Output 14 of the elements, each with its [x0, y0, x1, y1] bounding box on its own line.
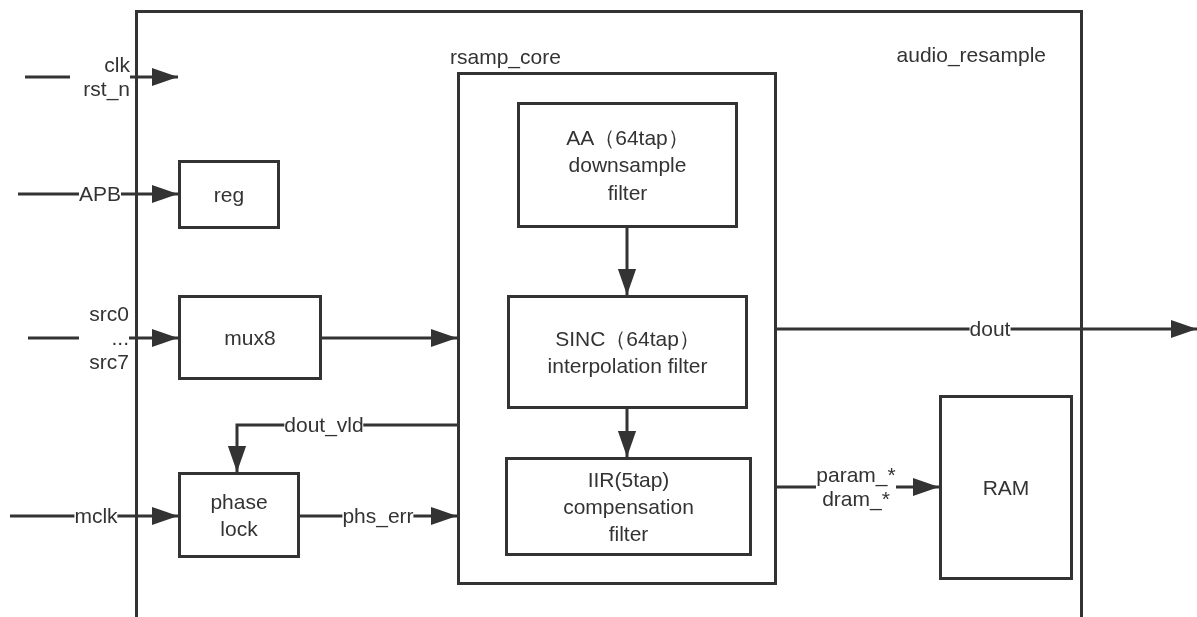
process-box: phase lock: [178, 472, 300, 558]
arrow: [617, 409, 637, 457]
process-box: reg: [178, 160, 280, 229]
module-title: rsamp_core: [450, 44, 561, 71]
process-box: mux8: [178, 295, 322, 380]
process-box: RAM: [939, 395, 1073, 580]
arrow: [777, 319, 1197, 339]
arrow: [322, 328, 457, 348]
module-title: audio_resample: [896, 42, 1046, 69]
module-border: [135, 10, 1083, 617]
arrow: [617, 228, 637, 295]
process-box: IIR(5tap) compensation filter: [505, 457, 752, 556]
process-box: SINC（64tap） interpolation filter: [507, 295, 748, 409]
process-box: AA（64tap） downsample filter: [517, 102, 738, 228]
